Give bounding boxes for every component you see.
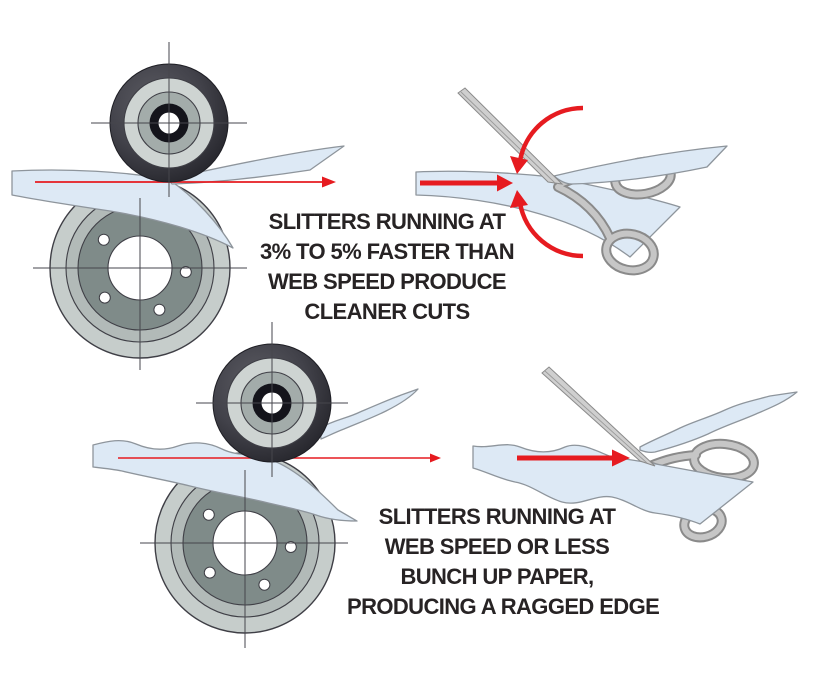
bunched-paper-web [472, 444, 754, 525]
bolt-holes [202, 508, 297, 591]
scissors-clean-cut-illustration [415, 87, 728, 276]
ragged-web-top-strip [319, 388, 419, 440]
caption-line: 3% TO 5% FASTER THAN [259, 239, 515, 264]
caption-line: SLITTERS RUNNING AT [268, 209, 506, 234]
slitter-fast-illustration [11, 42, 345, 370]
wheel-crosshair [91, 42, 247, 197]
disc-crosshair [33, 198, 247, 370]
web-direction-arrow-icon [35, 176, 336, 188]
caption-line: PRODUCING A RAGGED EDGE [347, 594, 660, 619]
caption-line: WEB SPEED OR LESS [384, 534, 610, 559]
bolt-holes [97, 233, 192, 316]
web-direction-arrow-icon [420, 174, 513, 192]
ragged-paper-web [92, 439, 358, 522]
scissors-ragged-cut-illustration [472, 366, 798, 543]
scissors-blade-icon [541, 366, 656, 467]
disc-crosshair [140, 470, 348, 648]
paper-web [11, 169, 234, 249]
web-direction-arrow-icon [517, 449, 630, 467]
scissors-blade-icon [457, 87, 564, 185]
slitter-slow-illustration [92, 322, 441, 648]
caption-fast-slitters: SLITTERS RUNNING AT 3% TO 5% FASTER THAN… [237, 207, 537, 327]
caption-slow-slitters: SLITTERS RUNNING AT WEB SPEED OR LESS BU… [347, 502, 660, 622]
wheel-crosshair [196, 322, 348, 477]
caption-line: BUNCH UP PAPER, [400, 564, 594, 589]
slitter-wheel-icon [91, 42, 247, 197]
cut-web-top-sheet [553, 145, 728, 185]
caption-line: WEB SPEED PRODUCE [268, 269, 507, 294]
caption-line: CLEANER CUTS [304, 299, 470, 324]
caption-line: SLITTERS RUNNING AT [378, 504, 616, 529]
blade-rotation-arrow-icon [510, 105, 584, 259]
bunched-web-top-strip [639, 391, 798, 454]
slitter-wheel-icon [196, 322, 348, 477]
